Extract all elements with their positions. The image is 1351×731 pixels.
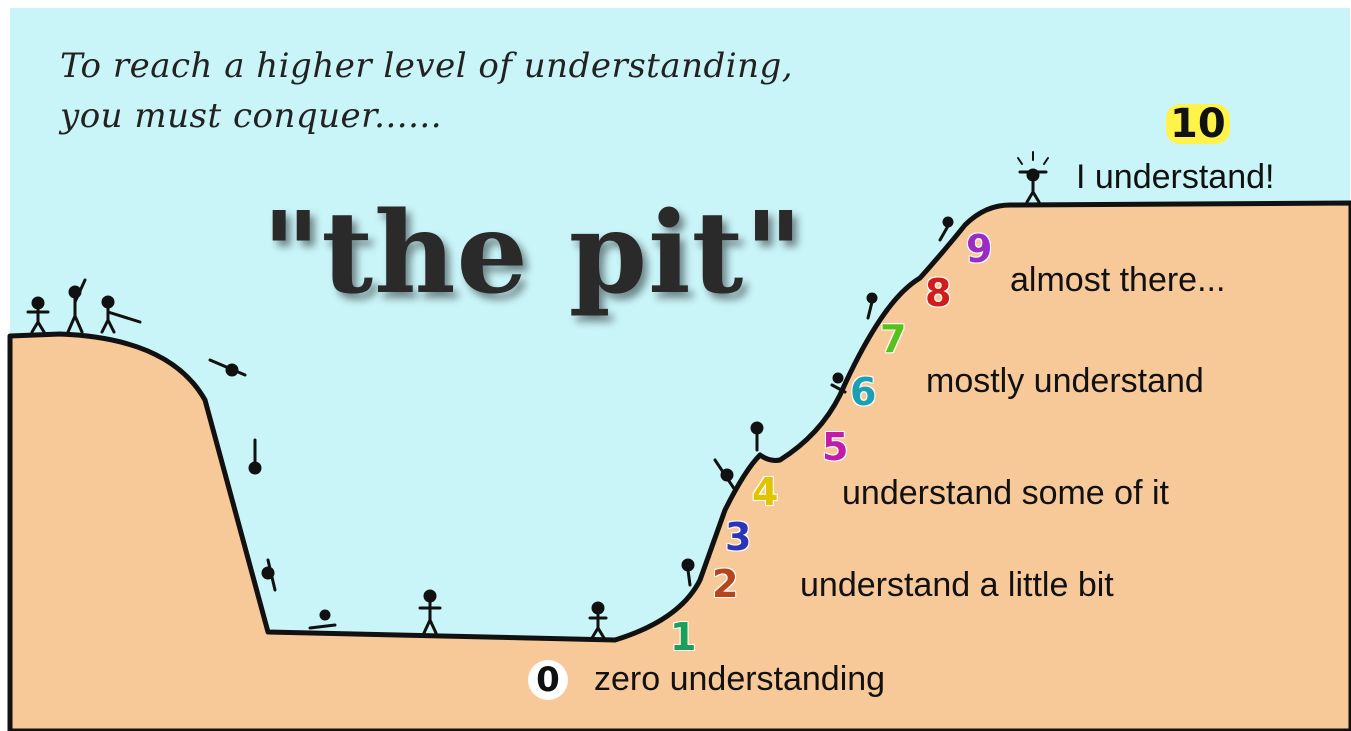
level-10-number: 10 <box>1166 104 1230 144</box>
level-0-number: 0 <box>528 660 568 700</box>
level-8-number: 8 <box>925 271 952 315</box>
level-6-label: mostly understand <box>926 362 1204 400</box>
ground-terrain <box>7 200 1351 731</box>
level-3-number: 3 <box>725 515 752 559</box>
stick-figure-falling-3 <box>261 558 277 592</box>
level-10-label: I understand! <box>1076 158 1275 196</box>
stick-figure-climber-5 <box>750 421 764 452</box>
level-2-number: 2 <box>712 562 739 606</box>
stick-figure-falling-2 <box>248 438 262 475</box>
stick-figure-climber-8 <box>866 292 878 320</box>
level-1-number: 1 <box>670 615 697 659</box>
level-5-number: 5 <box>822 425 849 469</box>
stick-figure-climber-4 <box>713 458 737 492</box>
intro-line-2: you must conquer...... <box>60 96 442 136</box>
stick-figure-climber-9 <box>938 216 954 242</box>
intro-line-1: To reach a higher level of understanding… <box>60 46 794 86</box>
stick-figure-bottom-3 <box>588 601 608 640</box>
stick-figures <box>26 151 1049 640</box>
stick-figure-celebrating <box>1017 151 1049 204</box>
stick-figure-group-top-left <box>26 278 142 334</box>
level-0-label: zero understanding <box>594 660 886 698</box>
level-4-label: understand some of it <box>842 474 1169 512</box>
stick-figure-falling-1 <box>208 358 247 377</box>
pit-title: "the pit" <box>262 188 804 319</box>
level-7-number: 7 <box>880 317 907 361</box>
level-4-number: 4 <box>752 470 779 514</box>
level-8-label: almost there... <box>1010 261 1226 299</box>
level-6-number: 6 <box>850 370 877 414</box>
level-2-label: understand a little bit <box>800 566 1114 604</box>
stick-figure-bottom-2 <box>418 589 442 635</box>
stick-figure-bottom-1 <box>308 609 337 630</box>
level-9-number: 9 <box>966 227 993 271</box>
stick-figure-climber-2 <box>681 558 695 587</box>
stick-figure-climber-6 <box>830 372 847 394</box>
frame-cover <box>0 0 1351 8</box>
